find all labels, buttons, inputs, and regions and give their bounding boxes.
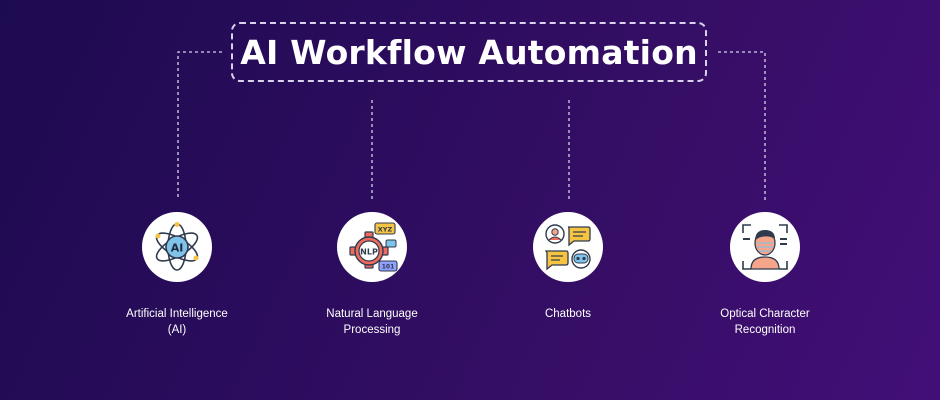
node-label: Optical Character Recognition (675, 306, 855, 338)
title-box: AI Workflow Automation (231, 22, 707, 82)
node-circle (533, 212, 603, 282)
connector-right (718, 51, 766, 200)
face-scan-icon (742, 224, 788, 270)
connector-left (177, 51, 222, 200)
nlp-gear-icon: NLP XYZ 101 (349, 222, 398, 272)
svg-text:XYZ: XYZ (378, 226, 393, 234)
svg-text:NLP: NLP (360, 248, 378, 257)
node-circle (730, 212, 800, 282)
node-chatbots: Chatbots (478, 212, 658, 322)
node-label-line1: Chatbots (544, 308, 592, 320)
svg-text:AI: AI (171, 242, 184, 255)
node-label-line2: (AI) (167, 324, 187, 336)
node-circle: NLP XYZ 101 (337, 212, 407, 282)
node-label: Chatbots (478, 306, 658, 322)
atom-ai-icon: AI (155, 222, 199, 271)
node-label-line2: Recognition (734, 324, 796, 336)
node-ai: AI Artificial Intelligence (AI) (87, 212, 267, 338)
chatbot-icon (544, 224, 591, 271)
node-label-line1: Natural Language (326, 308, 418, 320)
svg-text:101: 101 (382, 264, 395, 271)
node-nlp: NLP XYZ 101 Natural Language Processing (282, 212, 462, 338)
page-title: AI Workflow Automation (240, 32, 698, 72)
node-label-line1: Artificial Intelligence (126, 308, 228, 320)
node-circle: AI (142, 212, 212, 282)
node-label-line2: Processing (343, 324, 401, 336)
node-label-line1: Optical Character (720, 308, 810, 320)
node-label: Natural Language Processing (282, 306, 462, 338)
node-label: Artificial Intelligence (AI) (87, 306, 267, 338)
node-ocr: Optical Character Recognition (675, 212, 855, 338)
